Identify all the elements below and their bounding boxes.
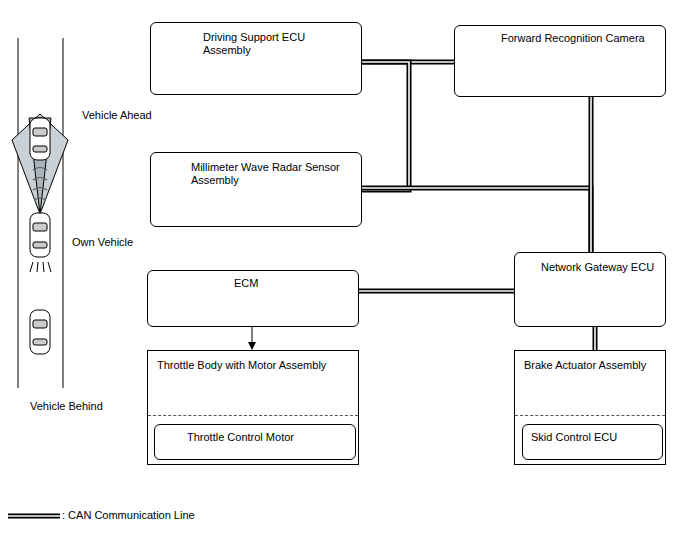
brake-actuator-box: Brake Actuator AssemblySkid Control ECU [514, 350, 666, 465]
signal-arrow [252, 327, 253, 349]
node-label: Brake Actuator Assembly [524, 359, 657, 372]
gateway-box: Network Gateway ECU [514, 252, 666, 327]
ecu-box: Driving Support ECU Assembly [150, 22, 362, 95]
dashed-divider [148, 415, 358, 416]
ecm-box: ECM [147, 270, 359, 327]
dashed-divider [515, 415, 665, 416]
node-label: Millimeter Wave Radar Sensor Assembly [191, 161, 353, 187]
node-label: Network Gateway ECU [541, 261, 657, 274]
legend-sample [8, 516, 60, 517]
can-line [595, 327, 596, 350]
node-label: Throttle Body with Motor Assembly [157, 359, 350, 372]
can-line [591, 97, 592, 252]
legend-text: : CAN Communication Line [62, 509, 195, 522]
can-line [359, 291, 514, 292]
vehicle-label: Vehicle Behind [30, 400, 103, 413]
node-label: Forward Recognition Camera [501, 32, 657, 45]
throttle-body-box: Throttle Body with Motor AssemblyThrottl… [147, 350, 359, 465]
can-line [362, 188, 591, 252]
skid-ecu-box: Skid Control ECU [522, 424, 663, 460]
motor-box: Throttle Control Motor [154, 424, 356, 460]
vehicle-label: Own Vehicle [72, 236, 133, 249]
camera-box: Forward Recognition Camera [454, 25, 666, 97]
node-label: ECM [234, 277, 350, 290]
radar-box: Millimeter Wave Radar Sensor Assembly [150, 152, 362, 227]
node-label: Throttle Control Motor [187, 431, 347, 444]
node-label: Driving Support ECU Assembly [203, 31, 353, 57]
vehicle-label: Vehicle Ahead [82, 109, 152, 122]
can-line [362, 62, 409, 190]
node-label: Skid Control ECU [531, 431, 654, 444]
